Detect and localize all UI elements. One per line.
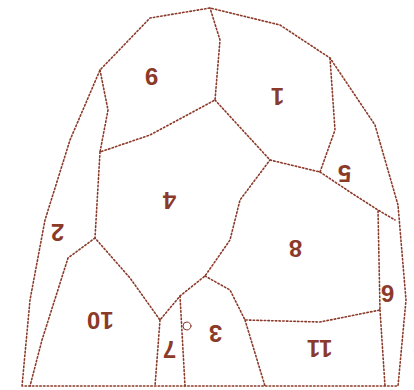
- callout-number: 7: [163, 337, 176, 361]
- region-border: [30, 238, 95, 386]
- region-border: [180, 296, 185, 386]
- region-border: [100, 8, 220, 152]
- region-border: [95, 152, 270, 320]
- callout-number: 8: [289, 236, 302, 260]
- region-border: [215, 58, 335, 172]
- small-marker: [183, 322, 191, 330]
- region-border: [320, 172, 395, 220]
- region-border: [380, 310, 385, 386]
- callout-number: 2: [51, 220, 64, 244]
- callout-number: 9: [145, 64, 158, 88]
- outer-outline: [22, 8, 406, 386]
- callout-number: 5: [338, 161, 351, 185]
- callout-number: 1: [271, 84, 284, 108]
- region-border: [155, 320, 160, 386]
- region-border: [245, 320, 265, 386]
- callout-number: 3: [209, 321, 222, 345]
- callout-number: 11: [307, 336, 332, 360]
- callout-number: 6: [381, 281, 394, 305]
- callout-number: 10: [87, 308, 114, 332]
- region-border: [205, 210, 380, 322]
- callout-number: 4: [163, 188, 176, 212]
